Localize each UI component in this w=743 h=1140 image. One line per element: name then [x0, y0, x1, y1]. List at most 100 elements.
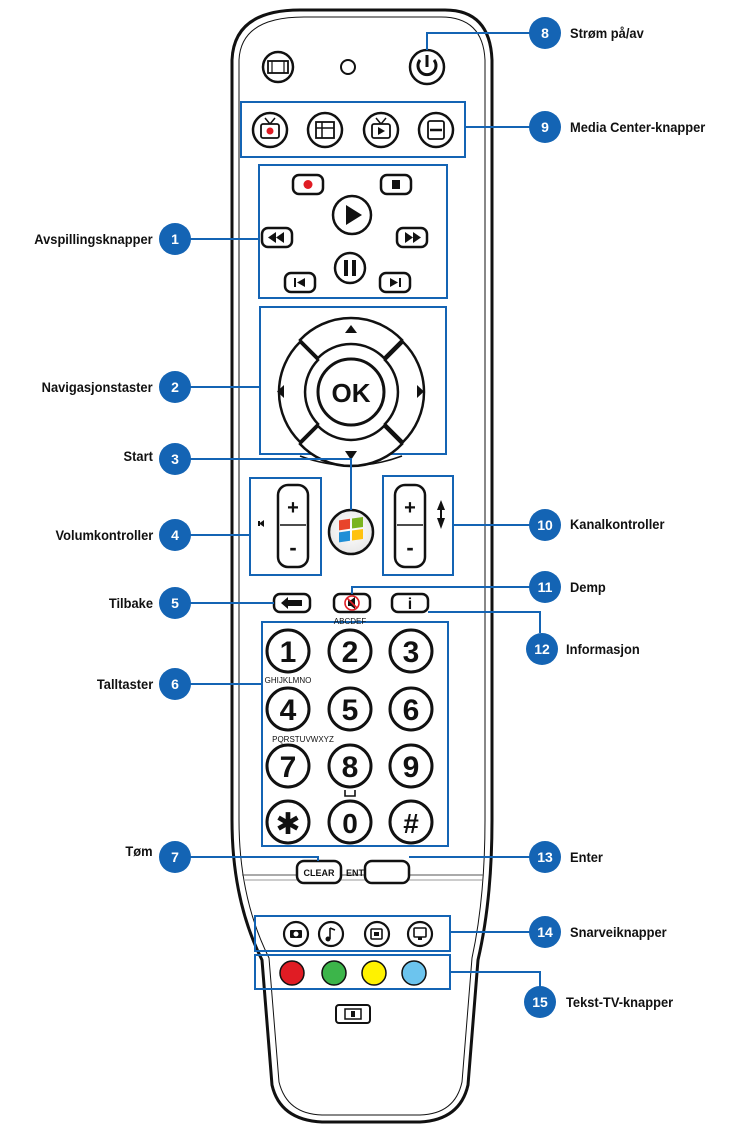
- red-button[interactable]: [279, 960, 305, 986]
- fast-forward-button[interactable]: [395, 226, 429, 249]
- playback-group: [258, 164, 448, 299]
- key-6[interactable]: 6: [388, 686, 434, 732]
- channel-rocker[interactable]: + -: [393, 483, 427, 569]
- key-1[interactable]: 1: [265, 628, 311, 674]
- key-6-label: 6: [403, 694, 420, 727]
- key-hash-label: #: [403, 808, 419, 839]
- volume-icon: [259, 520, 264, 527]
- nav-down-button[interactable]: [298, 424, 404, 468]
- power-button[interactable]: [408, 48, 446, 86]
- recorded-tv-button[interactable]: [362, 111, 400, 149]
- ghi-letters: GHIJKLMNO: [265, 676, 312, 685]
- enter-button[interactable]: [363, 859, 411, 885]
- key-9-label: 9: [403, 751, 420, 784]
- aspect-button[interactable]: [261, 50, 295, 84]
- channel-down-label: -: [406, 535, 413, 560]
- svg-text:9: 9: [541, 119, 549, 135]
- ir-sensor: [340, 59, 356, 75]
- svg-text:6: 6: [171, 676, 179, 692]
- info-button[interactable]: i: [390, 592, 430, 614]
- label-back: Tilbake: [108, 595, 153, 611]
- remote-inner-outline: [238, 16, 486, 1116]
- left-arrow-icon: [277, 385, 284, 398]
- blue-button[interactable]: [401, 960, 427, 986]
- key-2[interactable]: 2: [327, 628, 373, 674]
- callout-13: 13: [529, 841, 561, 873]
- label-enter: Enter: [570, 849, 603, 865]
- skip-forward-button[interactable]: [378, 271, 412, 294]
- volume-icon: [258, 521, 260, 526]
- guide-button[interactable]: [306, 111, 344, 149]
- callout-8: 8: [529, 17, 561, 49]
- leader-lines: [190, 32, 541, 990]
- key-0[interactable]: 0: [327, 799, 373, 845]
- label-start: Start: [123, 448, 153, 464]
- callout-15: 15: [524, 986, 556, 1018]
- clear-button[interactable]: CLEAR: [295, 859, 343, 885]
- nav-right-button[interactable]: [383, 340, 426, 444]
- volume-rocker[interactable]: + -: [276, 483, 310, 569]
- mute-button[interactable]: [332, 592, 372, 614]
- svg-text:10: 10: [537, 517, 553, 533]
- key-4-label: 4: [280, 694, 297, 727]
- svg-text:2: 2: [171, 379, 179, 395]
- power-icon: [416, 55, 438, 77]
- dvd-menu-button[interactable]: [417, 111, 455, 149]
- key-7[interactable]: 7: [265, 743, 311, 789]
- key-8[interactable]: 8: [327, 743, 373, 789]
- svg-text:3: 3: [171, 451, 179, 467]
- clear-label: CLEAR: [304, 868, 335, 878]
- nav-left-button[interactable]: [277, 340, 320, 444]
- key-2-label: 2: [342, 636, 359, 669]
- svg-text:7: 7: [171, 849, 179, 865]
- label-navigation: Navigasjonstaster: [42, 379, 153, 395]
- key-star[interactable]: ✱: [265, 799, 311, 845]
- key-star-label: ✱: [275, 807, 300, 842]
- key-5-label: 5: [342, 694, 359, 727]
- green-button[interactable]: [321, 960, 347, 986]
- media-center-group: [240, 101, 466, 158]
- callout-11: 11: [529, 571, 561, 603]
- skip-back-button[interactable]: [283, 271, 317, 294]
- channel-up-label: +: [404, 497, 416, 519]
- live-tv-button[interactable]: [251, 111, 289, 149]
- right-arrow-icon: [417, 385, 424, 398]
- callout-12: 12: [526, 633, 558, 665]
- space-icon: [344, 790, 356, 797]
- key-hash[interactable]: #: [388, 799, 434, 845]
- key-7-label: 7: [280, 751, 297, 784]
- stop-button[interactable]: [379, 173, 413, 196]
- rewind-button[interactable]: [260, 226, 294, 249]
- music-button[interactable]: [317, 920, 345, 948]
- pictures-button[interactable]: [282, 920, 310, 948]
- record-button[interactable]: [291, 173, 325, 196]
- label-info: Informasjon: [566, 641, 640, 657]
- svg-text:8: 8: [541, 25, 549, 41]
- play-button[interactable]: [331, 194, 373, 236]
- mute-icon: [344, 595, 360, 611]
- videos-button[interactable]: [363, 920, 391, 948]
- svg-text:12: 12: [534, 641, 550, 657]
- key-4[interactable]: 4: [265, 686, 311, 732]
- volume-up-label: +: [287, 497, 299, 519]
- key-5[interactable]: 5: [327, 686, 373, 732]
- ok-button[interactable]: OK: [316, 357, 386, 427]
- teletext-button[interactable]: [335, 1004, 371, 1024]
- label-numbers: Talltaster: [96, 676, 153, 692]
- windows-logo-icon: [339, 516, 363, 543]
- start-button[interactable]: [327, 508, 375, 556]
- tv-button[interactable]: [406, 920, 434, 948]
- nav-up-button[interactable]: [298, 316, 404, 360]
- info-label: i: [408, 596, 412, 613]
- key-9[interactable]: 9: [388, 743, 434, 789]
- video-icon: [370, 928, 383, 940]
- key-3[interactable]: 3: [388, 628, 434, 674]
- yellow-button[interactable]: [361, 960, 387, 986]
- pause-button[interactable]: [333, 251, 367, 285]
- callout-6: 6: [159, 668, 191, 700]
- back-button[interactable]: [272, 592, 312, 614]
- label-channel: Kanalkontroller: [570, 516, 665, 532]
- svg-text:14: 14: [537, 924, 553, 940]
- callouts: 8 9 1 2 3 4 10 11 5 12 6 7 13 14 15: [159, 17, 561, 1018]
- number-group: [261, 621, 449, 847]
